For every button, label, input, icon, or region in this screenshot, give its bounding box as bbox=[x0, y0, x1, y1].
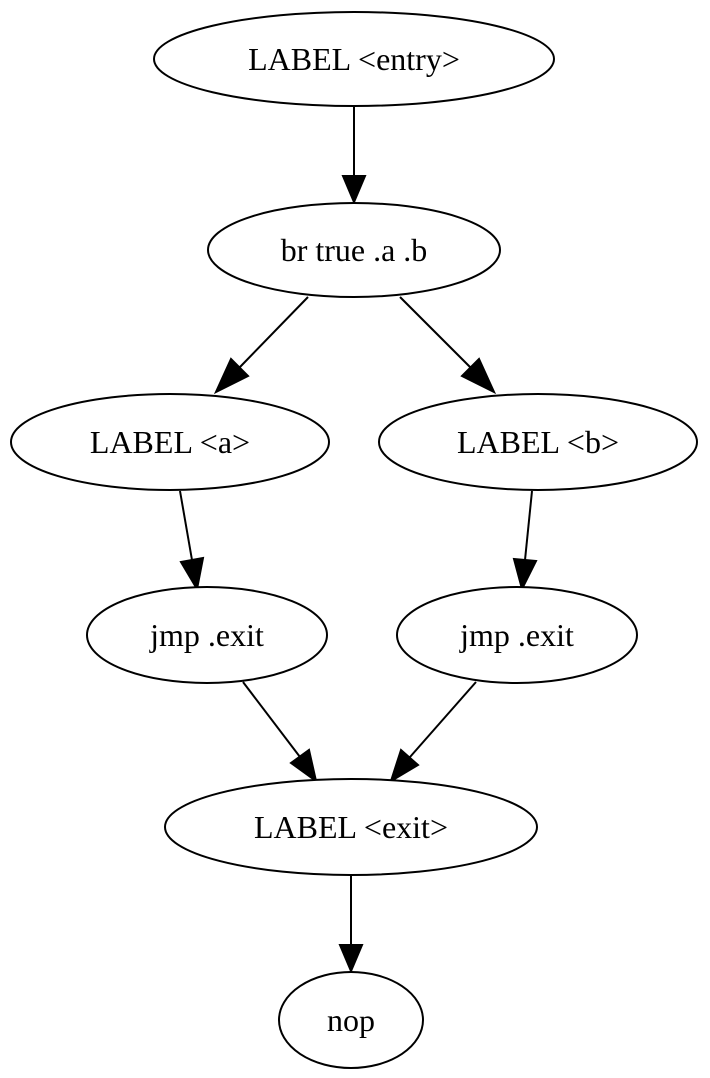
node-br: br true .a .b bbox=[207, 202, 501, 298]
node-entry: LABEL <entry> bbox=[153, 11, 555, 107]
node-label: LABEL <entry> bbox=[248, 41, 460, 77]
edge-label-exit-to-nop bbox=[338, 875, 364, 974]
edge-label-b-to-jmp-b bbox=[512, 490, 538, 592]
edges bbox=[179, 106, 538, 974]
node-label-b: LABEL <b> bbox=[378, 393, 698, 491]
node-jmp-a: jmp .exit bbox=[86, 586, 328, 684]
node-label: LABEL <exit> bbox=[254, 809, 448, 845]
node-label-exit: LABEL <exit> bbox=[164, 778, 538, 876]
edge-br-to-label-b bbox=[399, 296, 497, 395]
edge-label-a-to-jmp-a bbox=[179, 490, 205, 592]
node-label: br true .a .b bbox=[281, 232, 428, 268]
edge-entry-to-br bbox=[341, 106, 367, 205]
node-label: LABEL <a> bbox=[90, 424, 250, 460]
node-label: LABEL <b> bbox=[457, 424, 619, 460]
node-label-a: LABEL <a> bbox=[10, 393, 330, 491]
node-label: jmp .exit bbox=[149, 617, 264, 653]
edge-br-to-label-a bbox=[213, 296, 309, 395]
edge-jmp-a-to-label-exit bbox=[242, 681, 318, 784]
edge-jmp-b-to-label-exit bbox=[389, 681, 477, 784]
node-label: jmp .exit bbox=[459, 617, 574, 653]
node-jmp-b: jmp .exit bbox=[396, 586, 638, 684]
node-nop: nop bbox=[278, 971, 424, 1069]
nodes: LABEL <entry> br true .a .b LABEL <a> LA… bbox=[10, 11, 698, 1069]
node-label: nop bbox=[327, 1002, 375, 1038]
